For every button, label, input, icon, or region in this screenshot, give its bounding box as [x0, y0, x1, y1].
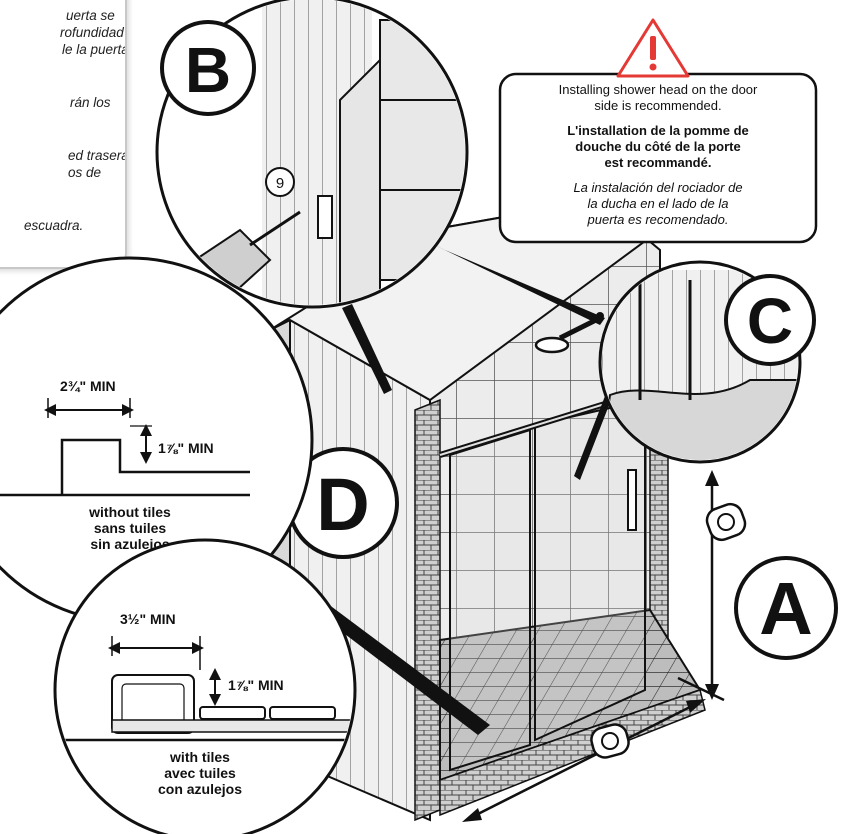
- caption-line: with tiles: [169, 749, 230, 765]
- callout-d-label: D: [316, 463, 369, 546]
- min-width-label: 3½" MIN: [120, 611, 176, 627]
- warning-es-line: La instalación del rociador de: [573, 180, 743, 195]
- callout-a-badge: [734, 556, 838, 660]
- caption-line: con azulejos: [158, 781, 242, 797]
- min-height-label: 1⅞" MIN: [228, 677, 284, 693]
- callout-b-label: B: [185, 34, 231, 106]
- note-line: escuadra.: [24, 218, 84, 233]
- detail-with-tiles: [53, 538, 357, 834]
- note-line: ed trasera: [68, 148, 127, 163]
- instruction-note-box: uerta se rofundidad le la puerta rán los…: [0, 0, 127, 269]
- tape-measure-icon: [590, 723, 630, 759]
- min-height-label: 1⅞" MIN: [158, 440, 214, 456]
- warning-en-line: side is recommended.: [594, 98, 722, 113]
- part-number-label: 9: [276, 175, 284, 192]
- warning-fr-line: est recommandé.: [604, 155, 712, 170]
- caption-line: avec tuiles: [164, 765, 236, 781]
- min-width-label: 2¾" MIN: [60, 378, 116, 394]
- warning-en-line: Installing shower head on the door: [558, 82, 758, 97]
- warning-es-line: la ducha en el lado de la: [587, 196, 729, 211]
- caption-line: sin azulejos: [90, 536, 170, 552]
- leader-lines: [300, 238, 618, 735]
- tape-measure-icon: [705, 502, 747, 542]
- warning-fr-line: L'installation de la pomme de: [567, 123, 749, 138]
- caption-line: without tiles: [88, 504, 171, 520]
- warning-es-line: puerta es recomendado.: [587, 212, 729, 227]
- detail-b-circle: [155, 0, 469, 309]
- warning-fr-line: douche du côté de la porte: [575, 139, 741, 154]
- warning-icon: [616, 18, 690, 78]
- part-number-badge: [265, 167, 295, 197]
- note-line: le la puerta: [62, 42, 127, 57]
- note-line: rán los: [70, 95, 111, 110]
- caption-line: sans tuiles: [94, 520, 167, 536]
- callout-c-label: C: [747, 285, 793, 357]
- note-line: rofundidad: [60, 25, 124, 40]
- callout-c-badge: [724, 274, 816, 366]
- callout-b-badge: [160, 20, 256, 116]
- detail-without-tiles: [0, 256, 314, 624]
- note-line: os de: [68, 165, 102, 180]
- note-line: uerta se: [66, 8, 115, 23]
- callout-a-label: A: [759, 567, 812, 650]
